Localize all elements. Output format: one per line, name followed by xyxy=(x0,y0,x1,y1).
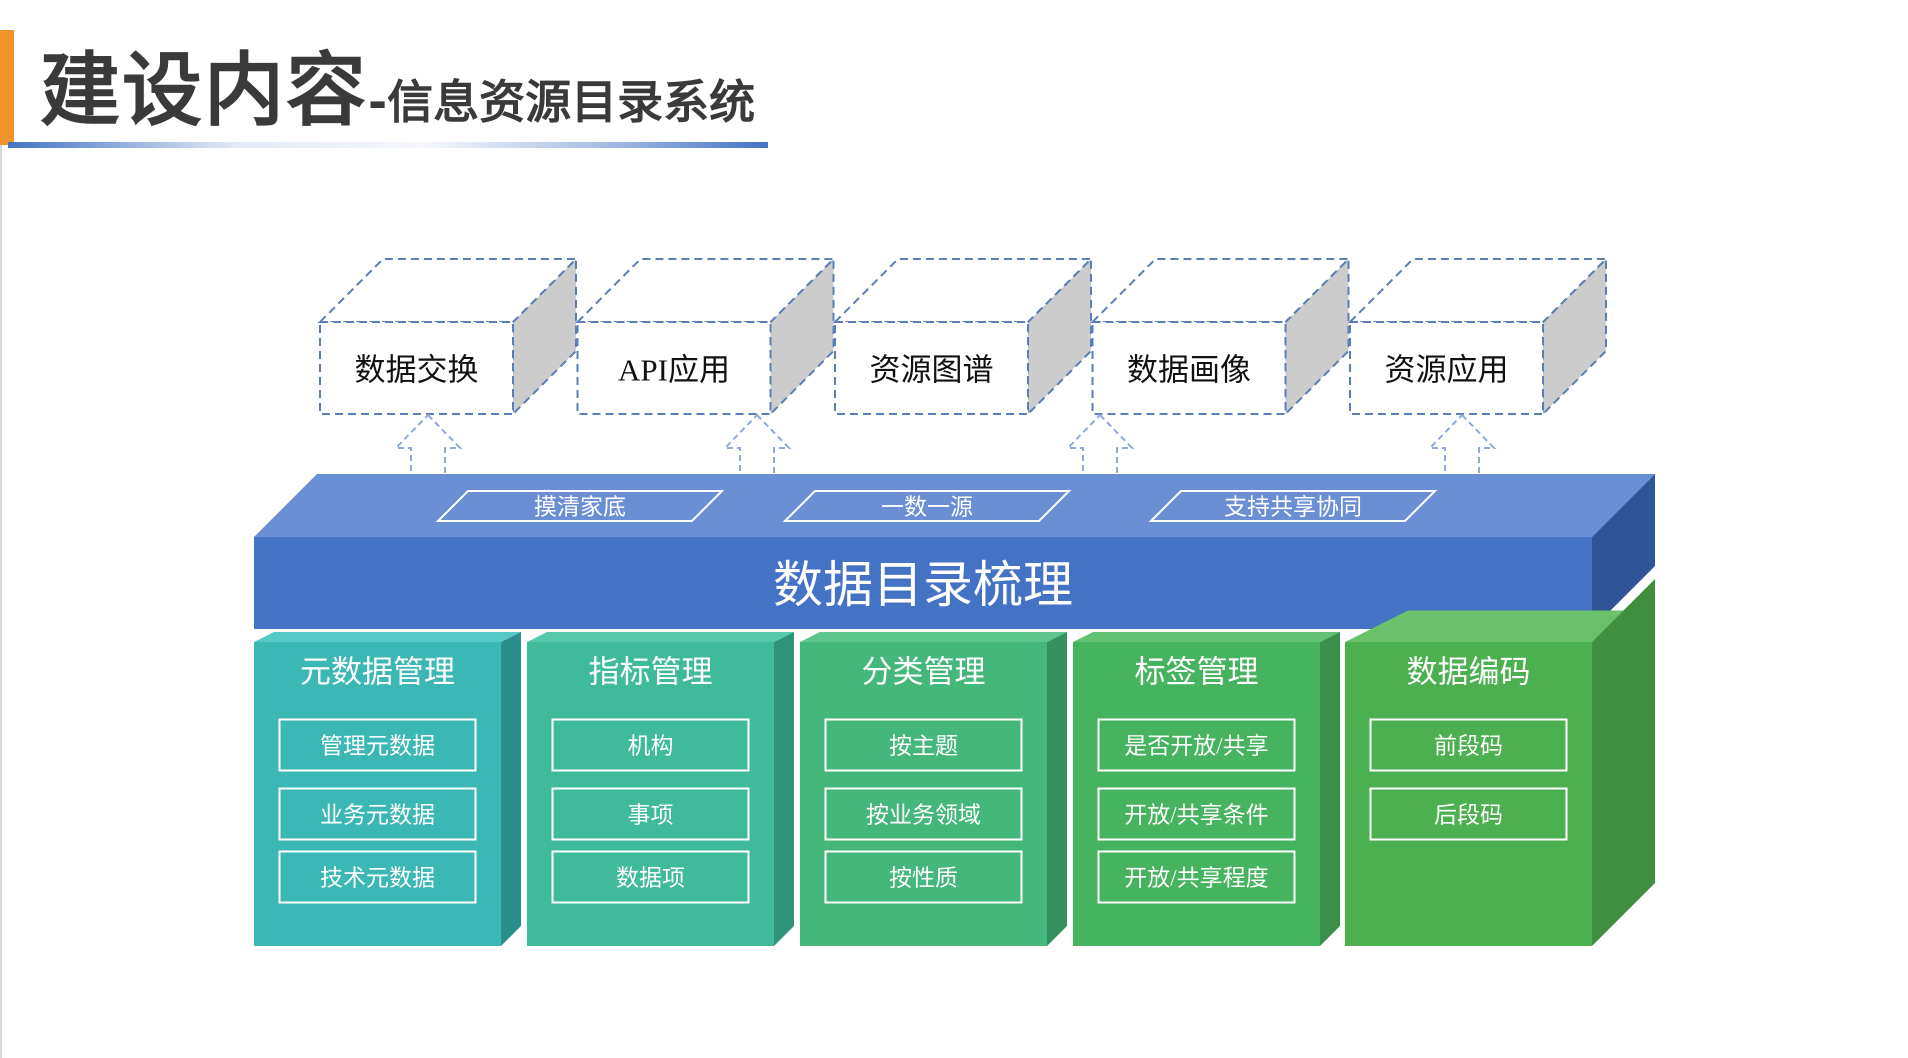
module-item-label: 开放/共享条件 xyxy=(1124,803,1268,828)
module-item-box xyxy=(1097,787,1296,841)
platform-tag-label: 支持共享协同 xyxy=(1224,495,1362,520)
module-top-face xyxy=(527,632,794,642)
module-item-box xyxy=(551,718,750,772)
module-top-face xyxy=(1073,632,1340,642)
platform-tag-label: 一数一源 xyxy=(881,495,973,520)
module-front-face xyxy=(254,642,501,946)
module-front-face xyxy=(1073,642,1320,946)
module-item-label: 按主题 xyxy=(889,734,958,759)
module-front-face xyxy=(527,642,774,946)
platform-tag: 摸清家底 xyxy=(435,490,725,522)
module-item-box xyxy=(824,850,1023,904)
output-box-front xyxy=(1349,321,1544,415)
platform-tag-shape xyxy=(782,490,1072,522)
module-item-box xyxy=(551,850,750,904)
module-item-box xyxy=(1369,718,1568,772)
module-item-box xyxy=(551,787,750,841)
module-item-label: 后段码 xyxy=(1434,803,1503,828)
module-side-face xyxy=(1320,632,1340,946)
platform-tag-label: 摸清家底 xyxy=(534,495,626,520)
module-front-face xyxy=(1345,642,1592,946)
module-item-label: 事项 xyxy=(628,803,674,828)
output-label: 资源应用 xyxy=(1385,353,1509,388)
module-side-face xyxy=(501,632,521,946)
module-item-box xyxy=(824,787,1023,841)
module-item-label: 前段码 xyxy=(1434,734,1503,759)
module-item-box xyxy=(1097,850,1296,904)
output-box: API应用 xyxy=(575,256,836,417)
platform-tag-shape xyxy=(435,490,725,522)
output-label: 数据交换 xyxy=(355,353,479,388)
module-title: 元数据管理 xyxy=(300,655,455,690)
module-item-label: 数据项 xyxy=(616,866,685,891)
output-box: 资源图谱 xyxy=(832,256,1094,417)
module-item-label: 技术元数据 xyxy=(320,866,435,891)
module-item-box xyxy=(278,718,477,772)
platform-title: 数据目录梳理 xyxy=(773,557,1073,613)
module-title: 标签管理 xyxy=(1135,655,1259,690)
page-title: 建设内容-信息资源目录系统 xyxy=(40,26,755,142)
title-sub: 信息资源目录系统 xyxy=(387,75,756,129)
module-item-label: 按业务领域 xyxy=(866,803,981,828)
platform-side-face xyxy=(1592,474,1655,629)
title-underline xyxy=(8,142,768,148)
module-top-face xyxy=(1345,610,1655,642)
module-top-face xyxy=(254,632,521,642)
module-top-face xyxy=(800,632,1067,642)
module-title: 数据编码 xyxy=(1407,655,1531,690)
left-border-line xyxy=(0,145,2,1058)
module-item-box xyxy=(1369,787,1568,841)
title-accent-bar xyxy=(0,30,14,145)
module-item-label: 按性质 xyxy=(889,866,958,891)
module-item-box xyxy=(278,850,477,904)
output-box: 数据交换 xyxy=(317,256,579,417)
output-box: 资源应用 xyxy=(1347,256,1609,417)
module-item-box xyxy=(824,718,1023,772)
output-label: 资源图谱 xyxy=(870,353,994,388)
module-side-face xyxy=(1047,632,1067,946)
output-box: 数据画像 xyxy=(1090,256,1351,417)
module-front-face xyxy=(800,642,1047,946)
module-title: 指标管理 xyxy=(589,655,713,690)
module-item-label: 开放/共享程度 xyxy=(1124,866,1268,891)
module-side-face xyxy=(1592,579,1655,946)
module-side-face xyxy=(774,632,794,946)
module-item-box xyxy=(1097,718,1296,772)
module-item-label: 业务元数据 xyxy=(320,803,435,828)
title-separator: - xyxy=(368,75,388,129)
output-box-front xyxy=(576,321,772,415)
platform-slab: 数据目录梳理 摸清家底 一数一源 支持共享协同 xyxy=(254,474,1655,629)
platform-front-face xyxy=(254,537,1592,629)
output-box-front xyxy=(1091,321,1287,415)
output-box-front xyxy=(834,321,1029,415)
platform-tag: 一数一源 xyxy=(782,490,1072,522)
module-item-label: 是否开放/共享 xyxy=(1124,734,1268,759)
output-label: 数据画像 xyxy=(1127,353,1251,388)
title-main: 建设内容 xyxy=(40,44,368,137)
output-label: API应用 xyxy=(618,353,730,388)
output-box-front xyxy=(319,321,514,415)
platform-tag-shape xyxy=(1148,490,1438,522)
module-item-box xyxy=(278,787,477,841)
module-title: 分类管理 xyxy=(862,655,986,690)
module-item-label: 管理元数据 xyxy=(320,734,435,759)
platform-tag: 支持共享协同 xyxy=(1148,490,1438,522)
module-item-label: 机构 xyxy=(628,734,674,759)
